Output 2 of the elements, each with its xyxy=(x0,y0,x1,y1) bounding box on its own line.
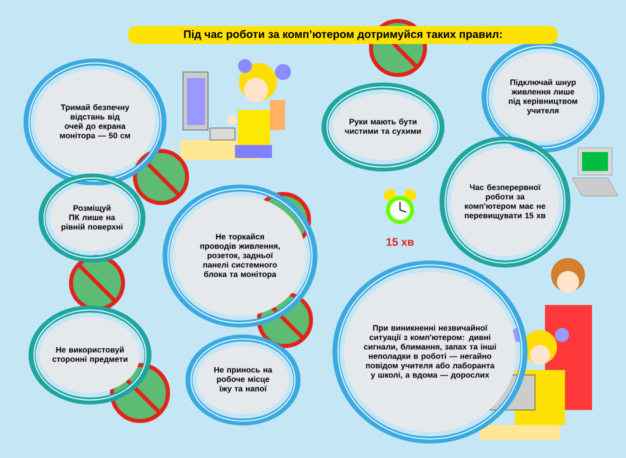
time-label: 15 хв xyxy=(386,238,414,246)
title-banner: Під час роботи за комп’ютером дотримуйся таких правил: xyxy=(128,26,558,44)
